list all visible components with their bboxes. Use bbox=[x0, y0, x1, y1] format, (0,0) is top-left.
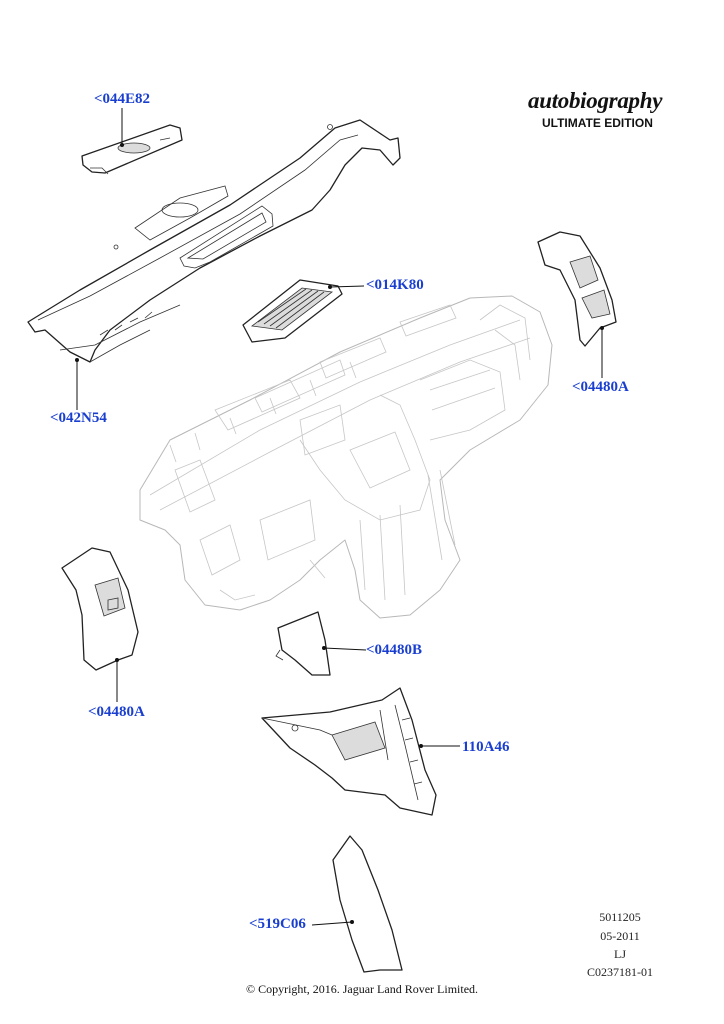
instrument-panel-ghost bbox=[139, 295, 553, 619]
speaker-grille-part bbox=[81, 124, 183, 175]
callout-042N54[interactable]: <042N54 bbox=[50, 410, 107, 426]
trim-piece-part bbox=[275, 611, 331, 676]
brand-script-logo: autobiography bbox=[528, 88, 663, 113]
glovebox-bracket-part bbox=[261, 687, 437, 816]
callout-014K80[interactable]: <014K80 bbox=[366, 277, 424, 293]
right-end-cap-part bbox=[537, 231, 617, 347]
left-end-cap-part bbox=[61, 547, 139, 671]
centre-vent-part bbox=[242, 279, 343, 343]
copyright-notice: © Copyright, 2016. Jaguar Land Rover Lim… bbox=[245, 982, 479, 996]
illustration-reference: C0237181-01 bbox=[587, 965, 653, 979]
callout-04480A-left[interactable]: <04480A bbox=[88, 704, 145, 720]
leader-lines bbox=[75, 108, 604, 926]
callout-110A46[interactable]: 110A46 bbox=[462, 739, 510, 755]
illustration-date: 05-2011 bbox=[600, 929, 640, 943]
callout-044E82[interactable]: <044E82 bbox=[94, 91, 151, 107]
callout-04480A-right[interactable]: <04480A bbox=[572, 379, 629, 395]
callout-519C06[interactable]: <519C06 bbox=[249, 916, 306, 932]
pillar-trim-part bbox=[332, 835, 403, 973]
dash-top-panel bbox=[27, 119, 401, 363]
edition-label: ULTIMATE EDITION bbox=[542, 116, 653, 130]
illustration-number: 5011205 bbox=[599, 910, 641, 924]
illustration-model-code: LJ bbox=[614, 947, 626, 961]
callout-04480B[interactable]: <04480B bbox=[366, 642, 423, 658]
